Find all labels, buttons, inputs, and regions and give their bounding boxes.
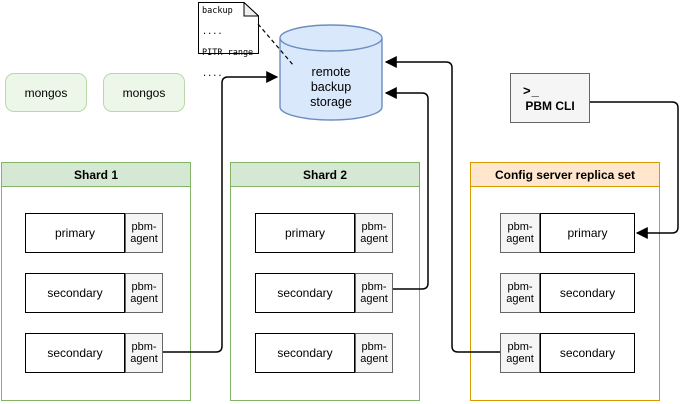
config-secondary1-agent: pbm-agent: [500, 273, 540, 313]
pbm-cli-label: PBM CLI: [525, 98, 575, 113]
shard1-secondary2-label: secondary: [47, 346, 103, 360]
config-secondary1-agent-label: pbm-agent: [506, 281, 534, 305]
storage-label-line3: storage: [310, 95, 352, 109]
config-title: Config server replica set: [494, 167, 636, 182]
remote-backup-storage-cylinder: remote backup storage: [279, 24, 383, 121]
shard2-secondary1-agent-label: pbm-agent: [360, 281, 388, 305]
note-line-1: backup: [202, 6, 233, 16]
shard2-secondary2-agent-label: pbm-agent: [360, 341, 388, 365]
note-line-4: ....: [202, 69, 223, 79]
config-secondary2-agent-label: pbm-agent: [506, 341, 534, 365]
shard2-primary-node: primary: [255, 213, 355, 253]
backup-note: backup .... PITR range ....: [198, 2, 259, 79]
shard1-primary-agent: pbm-agent: [125, 213, 163, 253]
shard1-secondary2-agent-label: pbm-agent: [130, 341, 158, 365]
shard2-secondary1-label: secondary: [277, 286, 333, 300]
shard2-secondary1-node: secondary: [255, 273, 355, 313]
note-line-2: ....: [202, 27, 223, 37]
note-text: backup .... PITR range ....: [202, 6, 257, 80]
shard2-secondary2-node: secondary: [255, 333, 355, 373]
shard2-secondary1-agent: pbm-agent: [355, 273, 393, 313]
shard1-secondary2-agent: pbm-agent: [125, 333, 163, 373]
shard1-primary-label: primary: [54, 226, 95, 240]
shard2-primary-label: primary: [284, 226, 325, 240]
config-secondary2-label: secondary: [559, 346, 616, 360]
config-secondary1-node: secondary: [540, 273, 635, 313]
storage-label-line2: backup: [311, 80, 351, 94]
config-secondary2-agent: pbm-agent: [500, 333, 540, 373]
config-primary-agent: pbm-agent: [500, 213, 540, 253]
config-header: Config server replica set: [471, 163, 659, 187]
note-to-storage-dashed-link: [257, 23, 295, 67]
shard2-primary-agent-label: pbm-agent: [360, 221, 388, 245]
config-secondary1-label: secondary: [559, 286, 616, 300]
config-primary-label: primary: [567, 226, 608, 240]
storage-label-line1: remote: [312, 65, 351, 79]
shard2-title: Shard 2: [302, 167, 347, 182]
shard1-secondary1-agent: pbm-agent: [125, 273, 163, 313]
config-primary-agent-label: pbm-agent: [506, 221, 534, 245]
mongos-left-label: mongos: [24, 85, 68, 100]
shard1-primary-node: primary: [25, 213, 125, 253]
shard2-primary-agent: pbm-agent: [355, 213, 393, 253]
shard2-secondary2-agent: pbm-agent: [355, 333, 393, 373]
shard1-primary-agent-label: pbm-agent: [130, 221, 158, 245]
shard1-title: Shard 1: [73, 167, 118, 182]
shard1-secondary1-agent-label: pbm-agent: [130, 281, 158, 305]
mongos-box-left: mongos: [5, 73, 87, 112]
note-line-3: PITR range: [202, 48, 254, 58]
terminal-prompt-icon: >_: [523, 82, 540, 98]
shard1-header: Shard 1: [2, 163, 190, 187]
shard2-secondary2-label: secondary: [277, 346, 333, 360]
shard2-header: Shard 2: [231, 163, 419, 187]
shard1-secondary2-node: secondary: [25, 333, 125, 373]
mongos-box-right: mongos: [103, 73, 185, 112]
mongos-right-label: mongos: [122, 85, 166, 100]
shard1-secondary1-label: secondary: [47, 286, 103, 300]
config-secondary2-node: secondary: [540, 333, 635, 373]
pbm-cli-box: >_ PBM CLI: [510, 73, 590, 123]
shard1-secondary1-node: secondary: [25, 273, 125, 313]
config-primary-node: primary: [540, 213, 635, 253]
